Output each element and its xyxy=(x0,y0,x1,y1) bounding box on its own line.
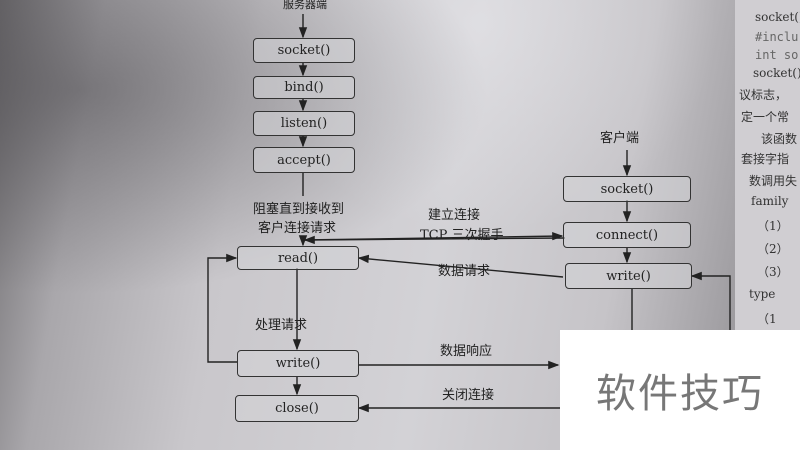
side-line: 定一个常 xyxy=(741,110,790,124)
side-line: 套接字指 xyxy=(741,152,790,166)
client-title: 客户端 xyxy=(600,131,640,146)
server-bind-box: bind() xyxy=(253,76,355,99)
side-line: 议标志， xyxy=(739,88,788,102)
side-line: （3） xyxy=(757,265,789,279)
server-socket-box: socket() xyxy=(253,38,355,63)
close-label: 关闭连接 xyxy=(442,388,495,403)
server-accept-box: accept() xyxy=(253,147,355,173)
side-line: （1） xyxy=(757,219,789,233)
side-line: socket()i xyxy=(755,10,800,24)
side-line: （1 xyxy=(757,312,777,326)
server-listen-box: listen() xyxy=(253,111,355,136)
side-line: type xyxy=(749,287,776,301)
side-line: socket() xyxy=(753,66,800,80)
client-write-box: write() xyxy=(565,263,692,289)
connect-label-2: TCP 三次握手 xyxy=(420,228,504,243)
side-line: 该函数 xyxy=(761,132,798,146)
side-line: 数调用失 xyxy=(749,174,798,188)
server-close-box: close() xyxy=(235,395,359,422)
process-text: 处理请求 xyxy=(255,318,308,333)
client-connect-box: connect() xyxy=(563,222,691,248)
block-text-2: 客户连接请求 xyxy=(258,221,337,236)
side-line: family xyxy=(751,194,789,208)
connect-label-1: 建立连接 xyxy=(428,208,481,223)
request-label: 数据请求 xyxy=(438,264,491,279)
response-label: 数据响应 xyxy=(440,344,493,359)
side-line: int so xyxy=(755,48,799,62)
server-title: 服务器端 xyxy=(283,0,327,11)
adjacent-page-text: socket()i #inclu int so socket() 议标志， 定一… xyxy=(735,0,800,330)
client-socket-box: socket() xyxy=(563,176,691,202)
block-text-1: 阻塞直到接收到 xyxy=(253,202,345,217)
server-write-box: write() xyxy=(237,350,359,377)
watermark: 软件技巧 xyxy=(560,330,800,450)
side-line: #inclu xyxy=(755,30,799,44)
server-read-box: read() xyxy=(237,246,359,270)
side-line: （2） xyxy=(757,242,789,256)
